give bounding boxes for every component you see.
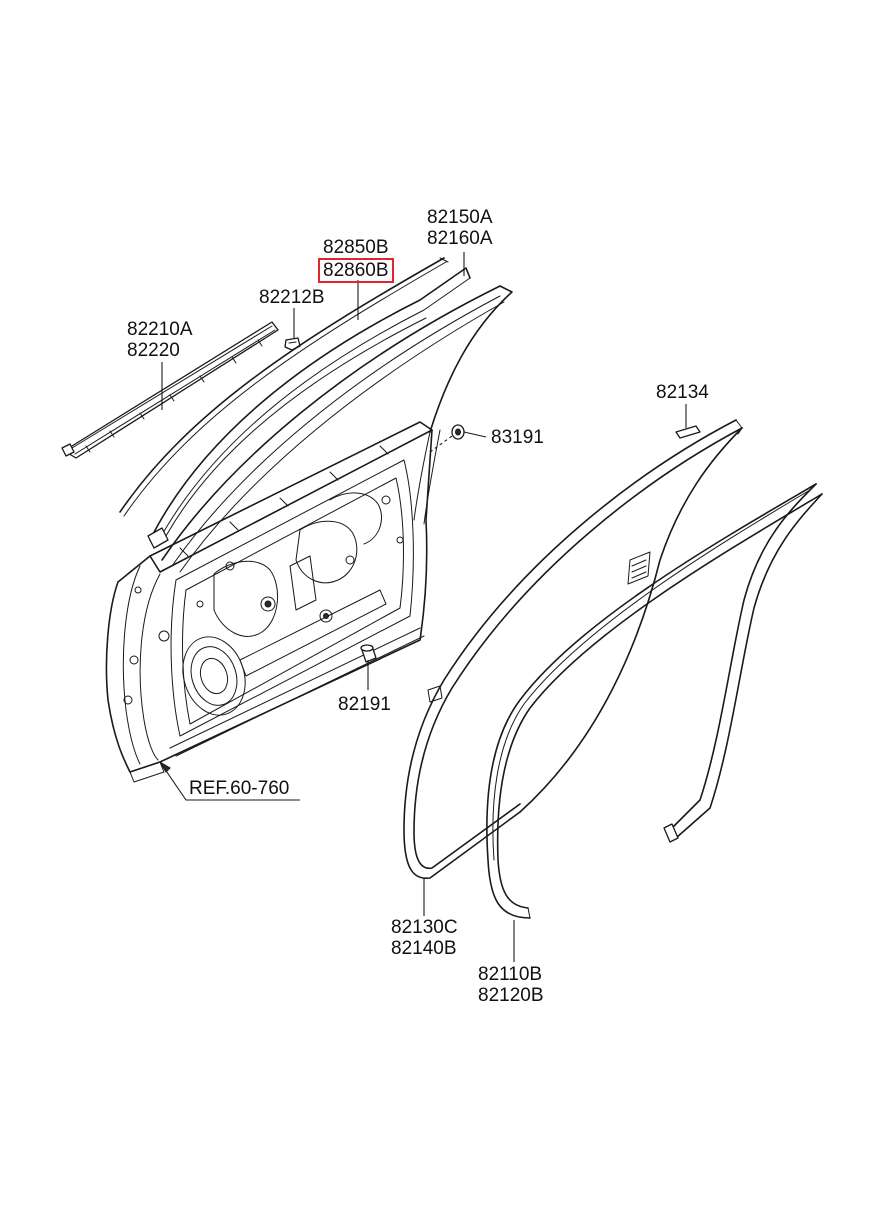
part-number-82120B: 82120B — [478, 985, 544, 1006]
label-82191: 82191 — [338, 694, 391, 715]
body-weatherstrip-part[interactable] — [403, 419, 743, 879]
label-82850B-82860B: 82850B 82860B — [318, 237, 394, 283]
part-number-82850B: 82850B — [323, 237, 389, 258]
label-ref: REF.60-760 — [189, 778, 289, 799]
clip-part[interactable] — [284, 337, 301, 351]
plug-82191-part[interactable] — [360, 644, 377, 663]
part-number-82150A: 82150A — [427, 207, 493, 228]
part-number-82191: 82191 — [338, 694, 391, 715]
part-number-82134: 82134 — [656, 382, 709, 403]
label-82212B: 82212B — [259, 287, 325, 308]
belt-molding-part[interactable] — [61, 321, 279, 459]
part-number-82130C: 82130C — [391, 917, 458, 938]
pad-82134-part[interactable] — [675, 425, 701, 439]
highlighted-part-number-82860B[interactable]: 82860B — [318, 258, 394, 283]
label-82150A-82160A: 82150A 82160A — [427, 207, 493, 249]
glass-run-part[interactable] — [147, 267, 471, 549]
part-number-82140B: 82140B — [391, 938, 457, 959]
leader-lines — [159, 252, 687, 962]
part-number-82212B: 82212B — [259, 287, 325, 308]
part-number-82220: 82220 — [127, 340, 180, 361]
part-number-82110B: 82110B — [478, 964, 543, 985]
label-83191: 83191 — [491, 427, 544, 448]
label-82134: 82134 — [656, 382, 709, 403]
reference-number: REF.60-760 — [189, 778, 290, 799]
part-number-82160A: 82160A — [427, 228, 493, 249]
grommet-83191-part[interactable] — [451, 424, 465, 440]
label-82130C-82140B: 82130C 82140B — [391, 917, 458, 959]
label-82210A-82220: 82210A 82220 — [127, 319, 193, 361]
frame-weatherstrip-part[interactable] — [119, 257, 449, 517]
door-weatherstrip-part[interactable] — [486, 483, 823, 919]
part-number-82210A: 82210A — [127, 319, 193, 340]
door-panel-assembly — [105, 285, 513, 783]
part-number-83191: 83191 — [491, 427, 544, 448]
label-82110B-82120B: 82110B 82120B — [478, 964, 544, 1006]
